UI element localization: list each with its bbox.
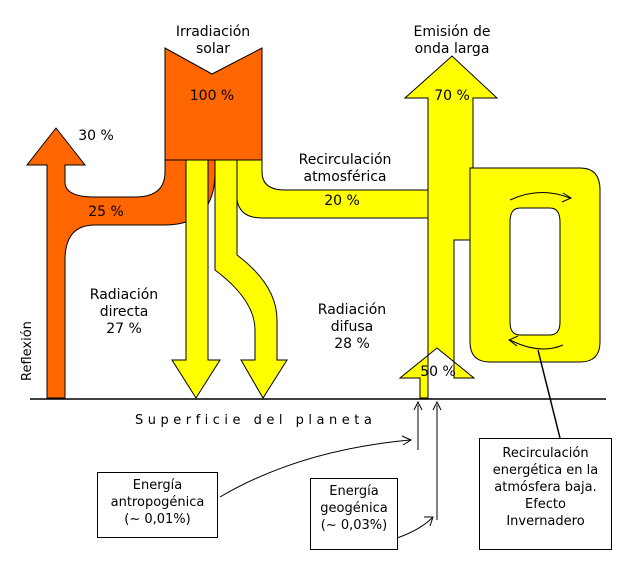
diffuse-radiation-line1: Radiación [317,302,387,318]
emission-label-line2: onda larga [414,41,490,57]
anthropogenic-connector [219,439,411,498]
irradiation-label: Irradiación solar [168,24,258,58]
greenhouse-loop [469,167,601,363]
reflection-arrow [25,127,216,399]
anthropogenic-input-head [413,400,423,411]
geogenic-input-head [432,400,442,411]
greenhouse-line4: Efecto [525,497,566,512]
anthropogenic-line1: Energía [132,478,183,493]
direct-radiation-label: Radiación directa 27 % [84,287,164,338]
loop-arrow-bottom-head [508,335,519,347]
greenhouse-line2: energética en la [492,463,599,478]
reflection-label: Reflexión [20,321,35,381]
anthropogenic-line3: (~ 0,01%) [124,512,191,527]
geogenic-connector-head [424,516,434,527]
loop-arrow-top-head [561,192,573,203]
anthropogenic-line2: antropogénica [110,495,205,510]
loop-arrow-bottom [509,339,564,350]
anthropogenic-connector-head [401,435,413,446]
geogenic-connector [396,517,433,539]
recirculation-percent: 20 % [324,193,360,209]
surface-label: Superficie del planeta [135,413,377,428]
recirculation-label-line1: Recirculación [298,152,392,168]
diffuse-radiation-label: Radiación difusa 28 % [312,302,392,353]
geogenic-line1: Energía [329,484,379,499]
greenhouse-connector [537,349,561,439]
geogenic-line3: (~ 0,03%) [320,518,388,533]
direct-radiation-percent: 27 % [106,321,142,337]
irradiation-label-line2: solar [195,41,231,57]
diffuse-radiation-arrow [214,159,288,399]
reflection-percent: 30 % [78,128,114,144]
greenhouse-line1: Recirculación [502,446,589,461]
diffuse-radiation-line2: difusa [330,319,374,335]
direct-radiation-line2: directa [99,304,149,320]
greenhouse-effect-box: Recirculación energética en la atmósfera… [479,438,612,550]
anthropogenic-energy-box: Energía antropogénica (~ 0,01%) [97,472,218,538]
diffuse-radiation-percent: 28 % [334,336,370,352]
loop-arrow-top [509,192,571,201]
irradiation-label-line1: Irradiación [175,24,251,40]
reflection-loop-percent: 25 % [88,204,124,220]
emission-percent: 70 % [434,88,470,104]
emission-label-line1: Emisión de [413,24,491,40]
greenhouse-line3: atmósfera baja. [494,480,597,495]
direct-radiation-line1: Radiación [89,287,159,303]
emission-label: Emisión de onda larga [404,24,500,58]
greenhouse-line5: Invernadero [506,514,585,529]
geogenic-energy-box: Energía geogénica (~ 0,03%) [310,478,398,550]
irradiation-percent: 100 % [189,88,235,104]
direct-radiation-arrow [171,159,221,399]
recirculation-label: Recirculación atmosférica [290,152,400,186]
geogenic-line2: geogénica [320,501,388,516]
ground-emission-percent: 50 % [420,364,456,380]
recirculation-label-line2: atmosférica [303,169,387,185]
